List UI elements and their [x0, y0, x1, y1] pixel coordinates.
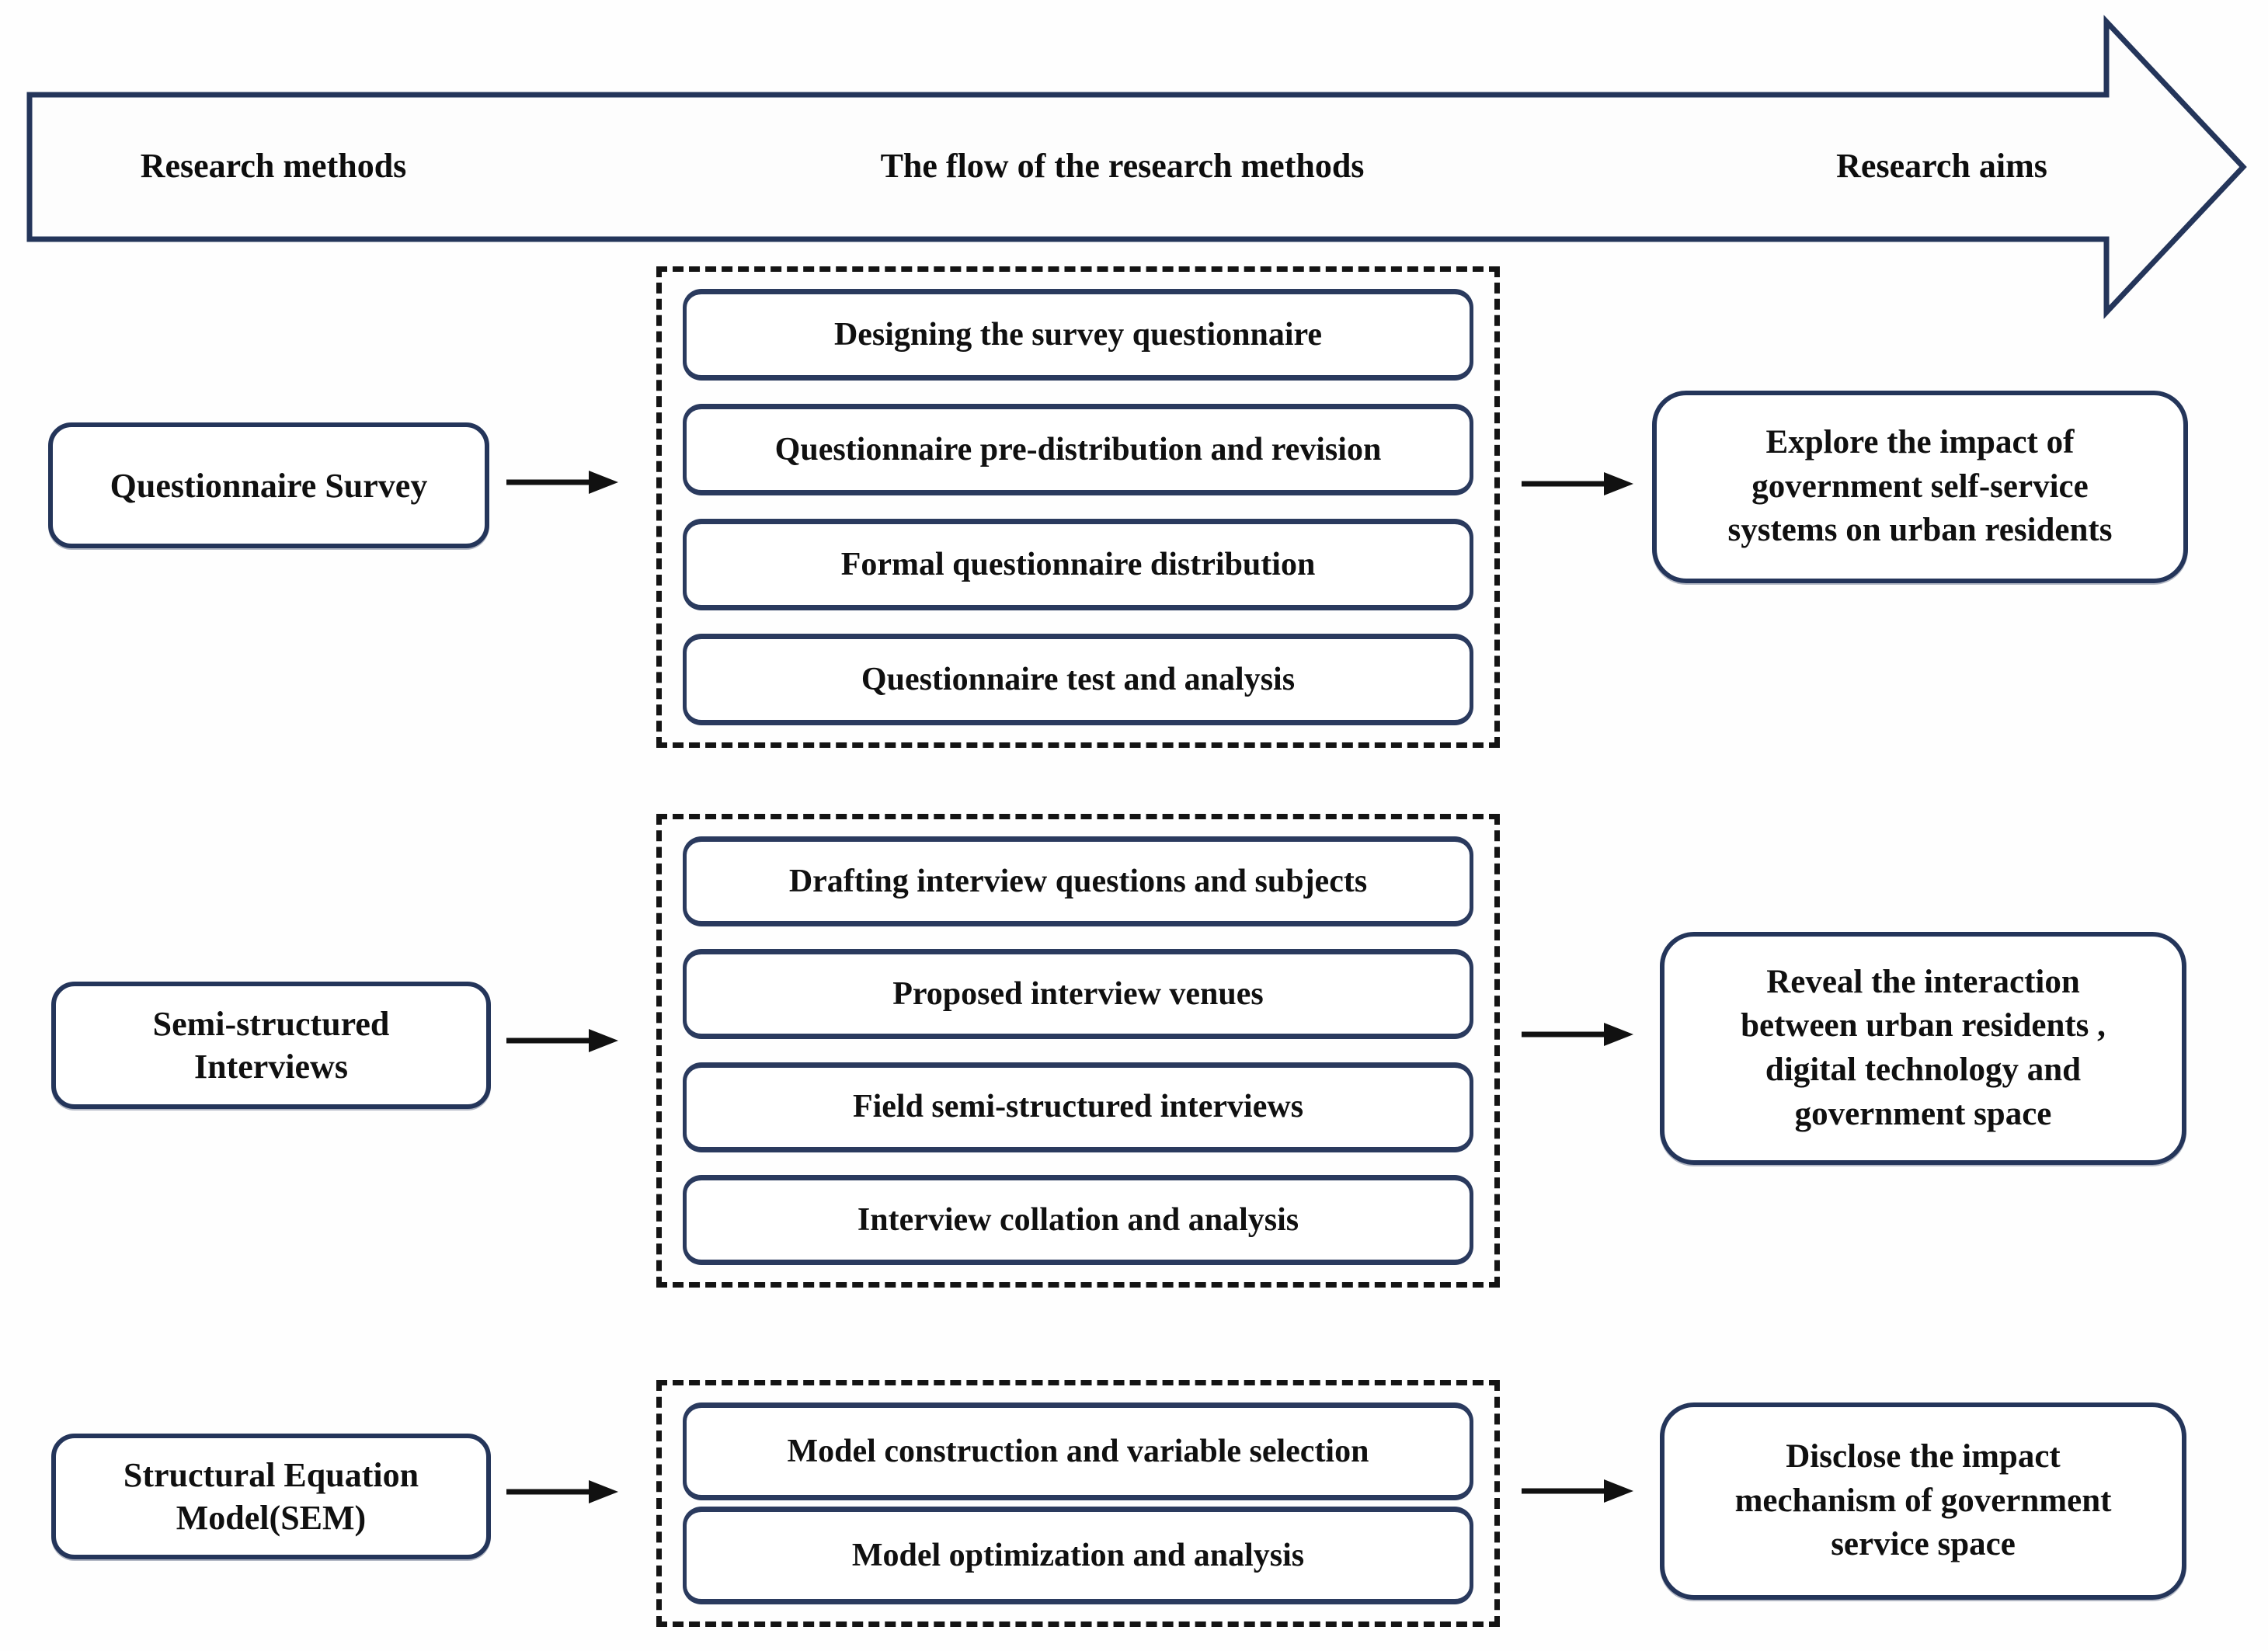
method-box-questionnaire-survey: Questionnaire Survey	[48, 422, 489, 548]
flow-group-questionnaire: Designing the survey questionnaire Quest…	[656, 266, 1500, 748]
step-formal-questionnaire-distribution: Formal questionnaire distribution	[683, 519, 1473, 610]
step-designing-survey-questionnaire: Designing the survey questionnaire	[683, 289, 1473, 381]
arrow-flow-to-aim-row3	[1522, 1479, 1633, 1503]
aim-box-disclose-impact-mechanism: Disclose the impact mechanism of governm…	[1660, 1402, 2186, 1600]
method-box-semi-structured-interviews: Semi-structured Interviews	[51, 982, 491, 1109]
method-box-structural-equation-model: Structural Equation Model(SEM)	[51, 1434, 491, 1559]
step-questionnaire-pre-distribution: Questionnaire pre-distribution and revis…	[683, 404, 1473, 495]
banner-arrow-shape	[26, 15, 2247, 319]
aim-box-explore-impact: Explore the impact of government self-se…	[1652, 391, 2188, 583]
arrow-flow-to-aim-row1	[1522, 472, 1633, 495]
banner-column-flow-of-methods: The flow of the research methods	[880, 147, 1365, 185]
step-model-construction-variable-selection: Model construction and variable selectio…	[683, 1402, 1473, 1500]
arrow-flow-to-aim-row2	[1522, 1023, 1633, 1046]
arrow-method-to-flow-row3	[506, 1480, 618, 1503]
aim-box-reveal-interaction: Reveal the interaction between urban res…	[1660, 932, 2186, 1165]
step-drafting-interview-questions: Drafting interview questions and subject…	[683, 836, 1473, 926]
step-field-semi-structured: Field semi-structured interviews	[683, 1062, 1473, 1152]
flow-group-sem: Model construction and variable selectio…	[656, 1380, 1500, 1627]
step-questionnaire-test-analysis: Questionnaire test and analysis	[683, 634, 1473, 725]
arrow-method-to-flow-row2	[506, 1029, 618, 1052]
step-interview-collation-analysis: Interview collation and analysis	[683, 1174, 1473, 1265]
banner-column-research-aims: Research aims	[1836, 147, 2047, 185]
arrow-method-to-flow-row1	[506, 471, 618, 494]
flow-group-interviews: Drafting interview questions and subject…	[656, 814, 1500, 1288]
banner-column-research-methods: Research methods	[140, 147, 407, 185]
step-model-optimization-analysis: Model optimization and analysis	[683, 1507, 1473, 1604]
step-proposed-interview-venues: Proposed interview venues	[683, 949, 1473, 1040]
